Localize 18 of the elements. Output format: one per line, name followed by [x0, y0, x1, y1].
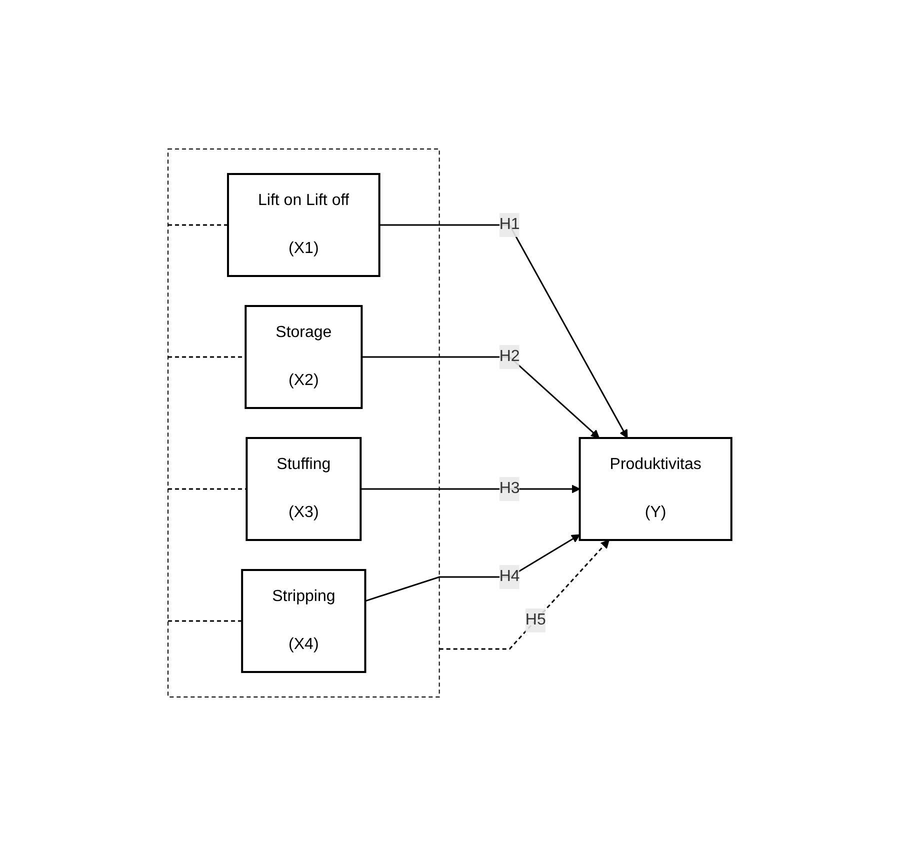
node-box: Produktivitas (Y) — [579, 436, 733, 540]
dashed-connector — [168, 224, 228, 226]
node-box: Stripping (X4) — [241, 568, 367, 672]
arrow — [362, 356, 600, 438]
edge-label: H2 — [500, 348, 520, 364]
arrow — [360, 484, 580, 493]
dashed-connector — [168, 488, 247, 490]
node-box: Lift on Lift off (X1) — [227, 172, 381, 276]
arrow — [365, 534, 580, 602]
edge-label: H3 — [500, 480, 520, 496]
edge-label: H4 — [500, 568, 520, 584]
dashed-connector — [168, 620, 242, 622]
node-box: Storage (X2) — [244, 304, 363, 408]
arrow — [380, 224, 628, 438]
edge-label: H5 — [526, 610, 546, 628]
node-box: Stuffing (X3) — [246, 436, 362, 540]
edge-label: H1 — [500, 216, 520, 232]
arrow — [440, 539, 610, 650]
